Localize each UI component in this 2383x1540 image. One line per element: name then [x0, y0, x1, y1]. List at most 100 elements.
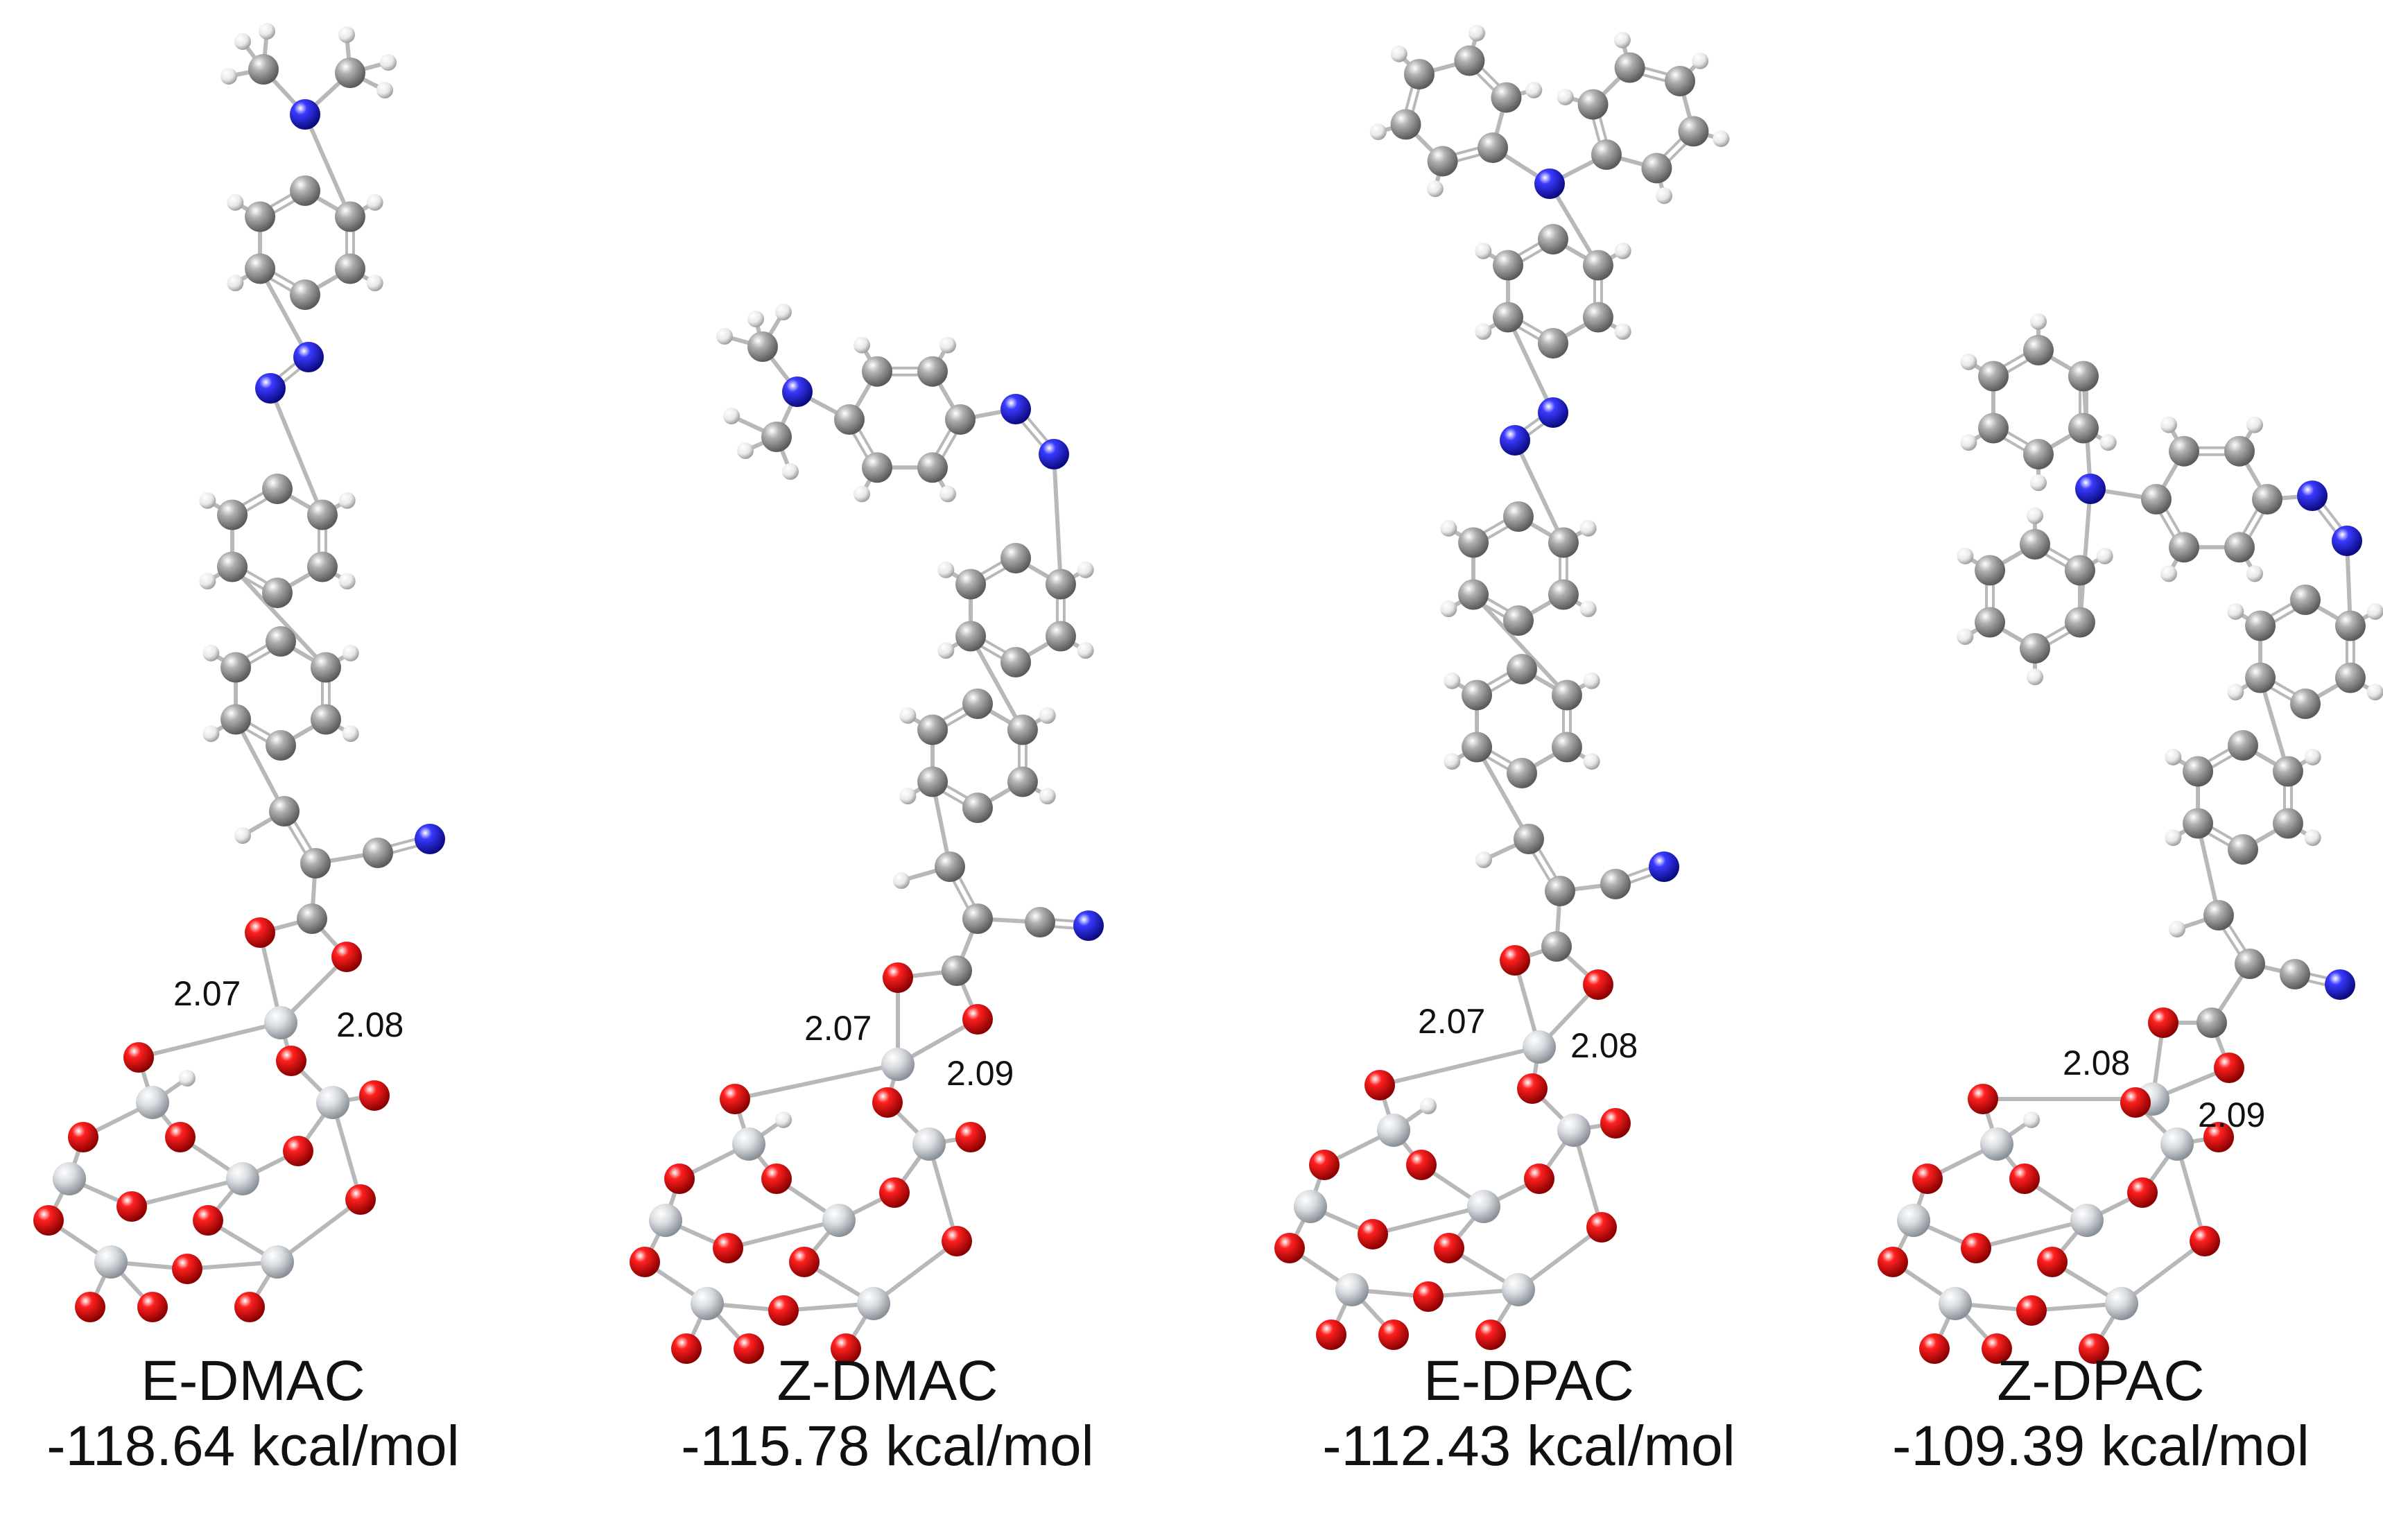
hydrogen-atom — [2027, 507, 2043, 524]
nitrogen-atom — [2325, 969, 2355, 1000]
carbon-atom — [1551, 732, 1582, 763]
oxygen-atom — [879, 1177, 910, 1208]
carbon-atom — [1000, 647, 1031, 677]
oxygen-atom — [1434, 1233, 1464, 1263]
oxygen-atom — [359, 1080, 390, 1111]
bond — [2175, 1143, 2207, 1242]
carbon-atom — [217, 499, 248, 530]
bond — [331, 1102, 363, 1200]
hydrogen-atom — [782, 463, 799, 480]
carbon-atom — [1390, 109, 1421, 140]
hydrogen-atom — [1583, 753, 1600, 770]
carbon-atom — [1454, 45, 1485, 76]
hydrogen-atom — [1957, 628, 1974, 646]
oxygen-atom — [1524, 1163, 1554, 1194]
carbon-atom — [1678, 116, 1709, 147]
hydrogen-atom — [1440, 600, 1457, 618]
oxygen-atom — [1600, 1108, 1631, 1139]
carbon-atom — [2228, 834, 2258, 865]
hydrogen-atom — [2246, 416, 2263, 433]
hydrogen-atom — [1468, 24, 1486, 42]
carbon-atom — [1458, 527, 1489, 558]
carbon-atom — [306, 551, 338, 582]
oxygen-atom — [1968, 1084, 1998, 1114]
molecule-label-z-dmac: Z-DMAC -115.78 kcal/mol — [610, 1349, 1165, 1479]
bond — [1372, 1204, 1484, 1236]
molecule-label-z-dpac: Z-DPAC -109.39 kcal/mol — [1823, 1349, 2378, 1479]
carbon-atom — [1600, 869, 1631, 899]
hydrogen-atom — [366, 193, 383, 211]
hydrogen-atom — [2366, 684, 2383, 701]
carbon-atom — [266, 626, 296, 657]
carbon-atom — [1541, 931, 1572, 962]
hydrogen-atom — [747, 311, 764, 327]
hydrogen-atom — [380, 54, 397, 71]
carbon-atom — [761, 422, 792, 452]
bond — [1548, 182, 1600, 267]
oxygen-atom — [713, 1233, 743, 1263]
bond — [1517, 1225, 1603, 1292]
hydrogen-atom — [937, 642, 955, 659]
hydrogen-atom — [1960, 353, 1977, 370]
hydrogen-atom — [259, 23, 275, 40]
molecule-name: Z-DPAC — [1997, 1349, 2205, 1412]
carbon-atom — [1007, 766, 1038, 797]
carbon-atom — [935, 851, 965, 882]
carbon-atom — [269, 796, 300, 827]
nitrogen-atom — [1649, 851, 1679, 882]
carbon-atom — [917, 766, 948, 797]
oxygen-atom — [68, 1122, 98, 1152]
carbon-atom — [2235, 949, 2265, 979]
oxygen-atom — [2203, 1122, 2234, 1152]
nitrogen-atom — [2297, 481, 2328, 511]
carbon-atom — [942, 955, 972, 986]
carbon-atom — [2064, 607, 2095, 638]
carbon-atom — [1545, 876, 1575, 906]
metal-atom — [1502, 1273, 1535, 1306]
bond — [1975, 1218, 2088, 1250]
hydrogen-atom — [338, 26, 355, 43]
metal-atom — [2160, 1127, 2194, 1161]
carbon-atom — [220, 704, 252, 735]
carbon-atom — [262, 474, 293, 504]
metal-atom — [316, 1086, 349, 1119]
oxygen-atom — [193, 1205, 223, 1236]
carbon-atom — [1503, 501, 1534, 532]
oxygen-atom — [33, 1205, 64, 1236]
carbon-atom — [2272, 808, 2303, 839]
hydrogen-atom — [1426, 180, 1444, 198]
hydrogen-atom — [716, 328, 733, 345]
hydrogen-atom — [234, 33, 251, 50]
carbon-atom — [2252, 484, 2282, 514]
carbon-atom — [2023, 335, 2054, 365]
oxygen-atom — [245, 917, 275, 948]
nitrogen-atom — [1039, 439, 1069, 469]
hydrogen-atom — [1077, 561, 1094, 578]
hydrogen-atom — [775, 304, 792, 320]
metal-atom — [1939, 1287, 1972, 1320]
bond-distance-label: 2.08 — [2063, 1044, 2130, 1082]
hydrogen-atom — [342, 644, 359, 661]
hydrogen-atom — [2160, 416, 2177, 433]
metal-atom — [1557, 1114, 1591, 1147]
hydrogen-atom — [853, 485, 870, 503]
bond — [1572, 1130, 1604, 1228]
oxygen-atom — [116, 1191, 147, 1222]
metal-atom — [857, 1287, 890, 1320]
bond — [727, 1218, 840, 1250]
hydrogen-atom — [376, 82, 393, 98]
carbon-atom — [1403, 58, 1435, 89]
carbon-atom — [834, 404, 865, 435]
metal-atom — [1294, 1190, 1327, 1223]
hydrogen-atom — [723, 408, 740, 424]
carbon-atom — [1641, 153, 1672, 184]
bond — [303, 113, 352, 218]
hydrogen-atom — [899, 707, 917, 724]
bond — [734, 1062, 899, 1101]
carbon-atom — [217, 551, 248, 582]
metal-atom — [1335, 1273, 1369, 1306]
carbon-atom — [1458, 579, 1489, 610]
metal-atom — [822, 1204, 856, 1237]
carbon-atom — [2023, 439, 2054, 469]
carbon-atom — [2203, 900, 2234, 931]
